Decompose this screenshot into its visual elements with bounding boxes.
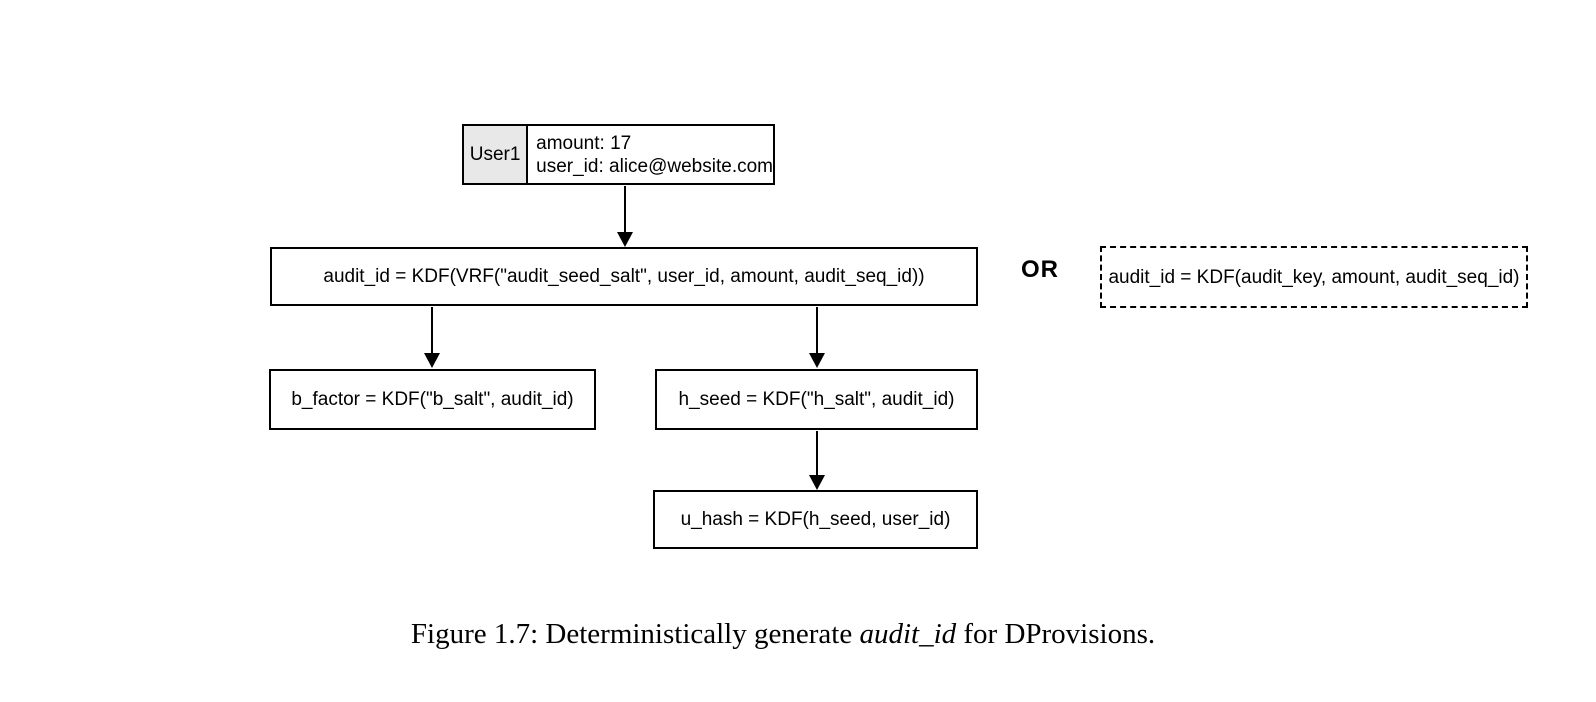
u-hash-formula: u_hash = KDF(h_seed, user_id) [680, 509, 951, 530]
arrow-head-icon [809, 353, 825, 368]
audit-key-formula: audit_id = KDF(audit_key, amount, audit_… [1108, 266, 1520, 288]
audit-vrf-formula: audit_id = KDF(VRF("audit_seed_salt", us… [323, 266, 925, 287]
user-record-box: User1 amount: 17 user_id: alice@website.… [462, 124, 775, 185]
caption-suffix: for DProvisions. [956, 618, 1156, 650]
arrow-head-icon [809, 475, 825, 490]
caption-prefix: Figure 1.7: Deterministically generate [410, 618, 860, 650]
audit-vrf-box: audit_id = KDF(VRF("audit_seed_salt", us… [270, 247, 978, 306]
b-factor-box: b_factor = KDF("b_salt", audit_id) [269, 369, 596, 430]
user-label: User1 [469, 143, 521, 165]
or-label: OR [1021, 256, 1059, 283]
arrow-line [816, 431, 818, 477]
user-id-field: user_id: alice@website.com [536, 155, 773, 177]
h-seed-formula: h_seed = KDF("h_salt", audit_id) [678, 389, 955, 410]
figure-caption: Figure 1.7: Deterministically generate a… [0, 618, 1566, 651]
arrow-line [431, 307, 433, 354]
user-amount-field: amount: 17 [536, 132, 632, 154]
u-hash-box: u_hash = KDF(h_seed, user_id) [653, 490, 978, 549]
arrow-line [816, 307, 818, 354]
b-factor-formula: b_factor = KDF("b_salt", audit_id) [291, 389, 574, 410]
audit-key-box: audit_id = KDF(audit_key, amount, audit_… [1100, 246, 1528, 308]
caption-term: audit_id [859, 618, 957, 650]
arrow-head-icon [617, 232, 633, 247]
user-name-cell: User1 [464, 126, 529, 183]
h-seed-box: h_seed = KDF("h_salt", audit_id) [655, 369, 978, 430]
arrow-line [624, 186, 626, 233]
user-fields-cell: amount: 17 user_id: alice@website.com [528, 126, 773, 183]
arrow-head-icon [424, 353, 440, 368]
